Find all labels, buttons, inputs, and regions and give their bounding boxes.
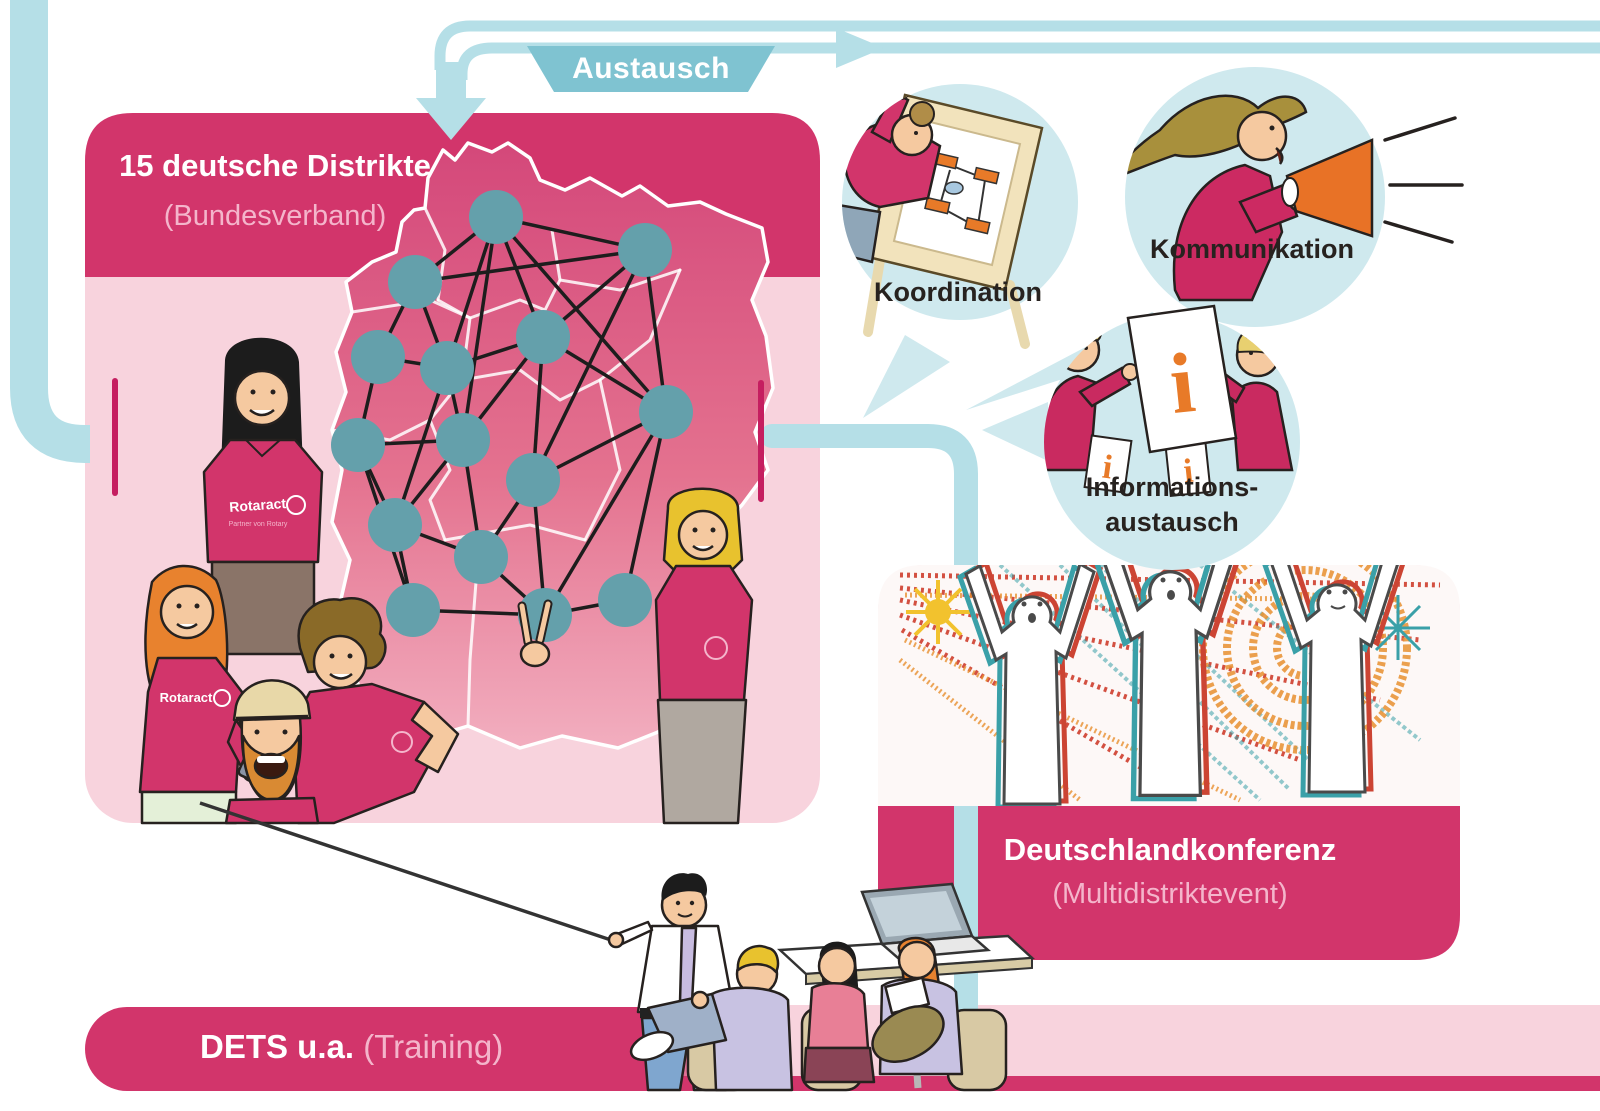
district-node [386, 583, 440, 637]
shirt-logo: Rotaract [229, 495, 287, 515]
district-edge [461, 216, 498, 441]
district-node [436, 413, 490, 467]
svg-text:i: i [1182, 453, 1195, 491]
kommunikation-bubble [1125, 67, 1464, 327]
conference-crowd-illustration [878, 565, 1460, 806]
audience-member-dark-hair [802, 941, 876, 1084]
left-connection-marker [112, 378, 118, 496]
member-cap-beard [224, 679, 320, 825]
shirt-logo-sub: Partner von Rotary [229, 521, 288, 528]
training-banner [85, 1007, 725, 1091]
shirt-logo: Rotaract [160, 690, 213, 705]
right-arrow-icon [836, 28, 884, 68]
district-node [388, 255, 442, 309]
district-node [506, 453, 560, 507]
district-node [618, 223, 672, 277]
district-node [368, 498, 422, 552]
right-connection-marker [758, 380, 764, 502]
district-node [639, 385, 693, 439]
member-blonde [654, 487, 754, 825]
district-node [420, 341, 474, 395]
down-arrow-icon [416, 98, 486, 140]
district-edge [623, 411, 668, 601]
right-flow-pipe [795, 424, 978, 1078]
austausch-banner [527, 46, 775, 92]
tie [678, 926, 698, 1004]
district-node [469, 190, 523, 244]
district-node [598, 573, 652, 627]
laptop-icon [860, 882, 992, 960]
rotary-wheel-icon [391, 731, 413, 753]
rotary-wheel-icon [213, 689, 231, 707]
bottom-light-strip [640, 1005, 1600, 1076]
audience [629, 936, 1008, 1092]
district-network-nodes [331, 190, 693, 642]
rotaract-members-group: Rotaract Partner von Rotary [138, 337, 754, 825]
rotary-wheel-icon [286, 495, 306, 515]
sunburst-icon [906, 580, 970, 644]
district-edge [393, 367, 449, 526]
peace-hand [517, 599, 553, 668]
bottom-dark-strip [640, 1076, 1600, 1091]
info-sheet-icon: i [1083, 434, 1133, 494]
audience-member-blond [629, 944, 794, 1092]
informationsaustausch-bubble: i i i [1044, 304, 1300, 570]
district-edge [543, 411, 668, 616]
koordination-person [842, 84, 942, 264]
pointer-stick [199, 801, 618, 944]
info-bubble-tail [982, 402, 1050, 462]
info-sheet-icon: i [1126, 304, 1238, 454]
district-edge [494, 215, 668, 414]
top-outer-flow-line [434, 20, 1600, 70]
member-curly [291, 597, 553, 825]
left-flow-pipe [10, 0, 90, 463]
koordination-bubble-tail [863, 335, 950, 418]
district-node [351, 330, 405, 384]
info-sheet-icon: i [1164, 438, 1212, 498]
district-node [454, 530, 508, 584]
district-node [331, 418, 385, 472]
rotary-wheel-icon [704, 636, 728, 660]
district-node [516, 310, 570, 364]
konferenz-box-band [878, 806, 1460, 960]
training-scene [199, 801, 1035, 1092]
folder-icon [871, 1005, 945, 1063]
megaphone-icon [1281, 116, 1464, 244]
district-edge [414, 248, 646, 284]
district-edge [643, 249, 668, 413]
info-person-left [1044, 374, 1099, 472]
down-arrow-shaft [436, 62, 466, 100]
koordination-bubble [842, 84, 1078, 349]
audience-member-orange-hair [871, 936, 964, 1076]
